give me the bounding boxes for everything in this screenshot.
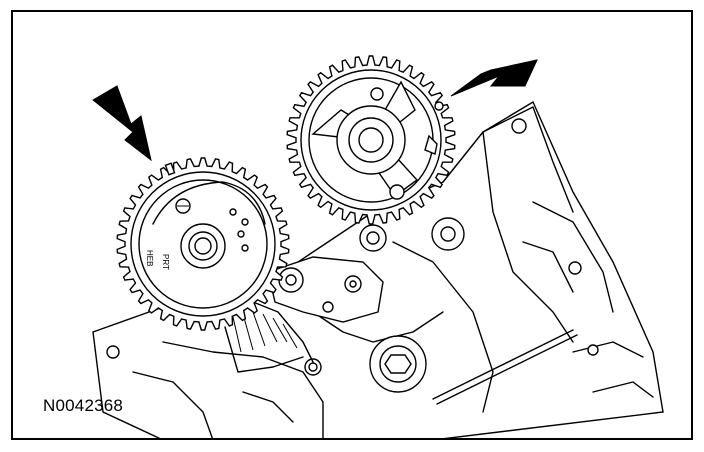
figure-id-label: N0042368 (43, 396, 124, 415)
engine-timing-illustration: PRT HEB (92, 55, 664, 438)
head-bolts (106, 118, 599, 393)
arrow-pointer-icon (450, 59, 538, 97)
cylinder-head-outline (92, 100, 664, 438)
tensioner-plate (267, 256, 384, 323)
illustration-frame: PRT HEB (11, 10, 693, 440)
arrow-pointer-icon (92, 85, 152, 162)
sprocket-marking-heb: HEB (145, 250, 154, 266)
right-camshaft-sprocket (286, 55, 456, 225)
left-camshaft-sprocket: PRT HEB (116, 157, 290, 331)
sprocket-marking-prt: PRT (161, 254, 170, 270)
